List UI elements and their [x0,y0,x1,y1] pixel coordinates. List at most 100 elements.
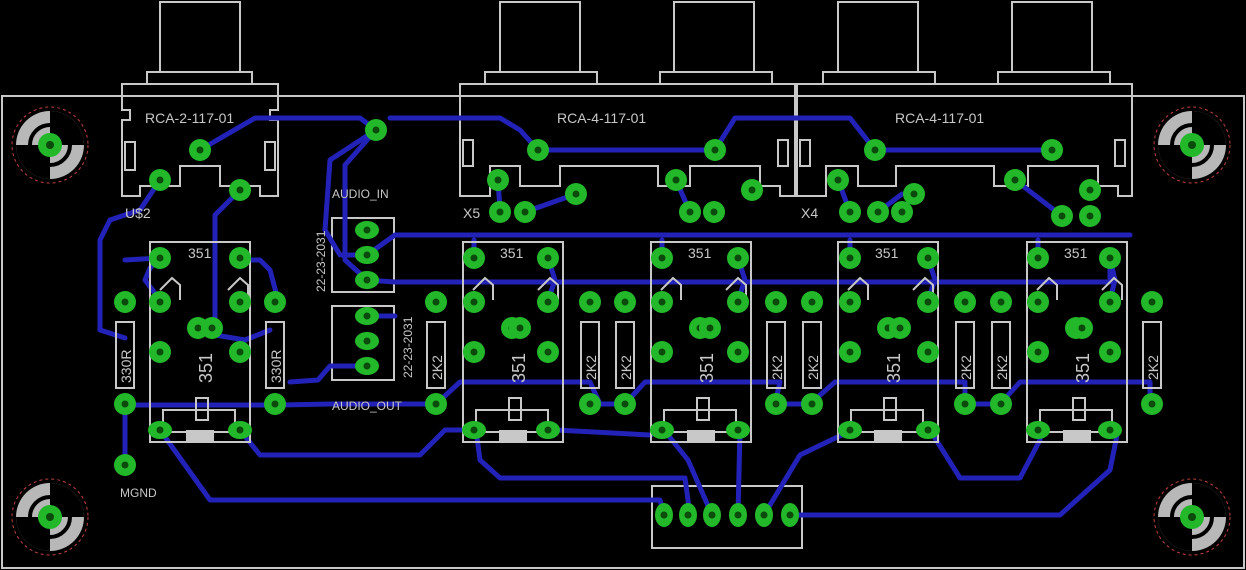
pad [114,393,136,415]
pad [729,503,747,527]
svg-text:351: 351 [697,353,717,383]
svg-text:351: 351 [1064,245,1088,261]
pad [727,341,749,363]
pad [801,393,823,415]
pad [537,341,559,363]
pad [755,503,773,527]
pad [536,421,560,439]
svg-text:351: 351 [1073,353,1093,383]
pad [355,221,379,239]
pad [537,247,559,269]
pad [917,247,939,269]
relay-labels: 351 351 351 351 351 351 351 351 351 351 [188,245,1093,383]
pad [1099,341,1121,363]
pad [487,169,509,191]
svg-text:330R: 330R [268,350,284,383]
pad [727,247,749,269]
pad [514,201,536,223]
pad [916,421,940,439]
part-number-bottom: 22-23-2031 [401,316,415,378]
pad [463,247,485,269]
svg-text:2K2: 2K2 [994,355,1010,380]
us2-label: U$2 [125,205,151,221]
pad [264,393,286,415]
pad [229,341,251,363]
pad [838,421,862,439]
pad [355,332,379,350]
pad [954,393,976,415]
pad [1141,291,1163,313]
pad [462,421,486,439]
x5-label: X5 [463,205,480,221]
pad [425,291,447,313]
pad [781,503,799,527]
pad [425,393,447,415]
rca-left-label: RCA-2-117-01 [145,110,234,126]
pad [149,291,171,313]
pad [149,341,171,363]
mounting-holes [11,106,1231,556]
pad [827,169,849,191]
pad [365,119,387,141]
svg-text:2K2: 2K2 [583,355,599,380]
pad [1099,247,1121,269]
svg-text:351: 351 [500,245,524,261]
pad [1079,179,1101,201]
audio-in-header-outline [331,217,395,293]
pad [1004,169,1026,191]
pad [189,139,211,161]
rca-mid-label: RCA-4-117-01 [557,110,646,126]
pad [114,291,136,313]
pad [889,317,911,339]
mounting-hole [11,106,89,184]
pad [891,201,913,223]
x4-label: X4 [801,205,818,221]
svg-text:2K2: 2K2 [618,355,634,380]
pad [651,291,673,313]
pad [651,341,673,363]
pad [765,393,787,415]
svg-text:2K2: 2K2 [769,355,785,380]
svg-text:2K2: 2K2 [805,355,821,380]
svg-text:330R: 330R [118,350,134,383]
pad [355,246,379,264]
pad [1027,341,1049,363]
relay-coil-fills [186,430,1091,442]
pad [1027,291,1049,313]
pad [149,169,171,191]
rca-connector-mid [459,1,796,197]
pad [1041,139,1063,161]
pad [579,393,601,415]
pad [1098,421,1122,439]
mounting-hole [11,478,89,556]
pad [679,201,701,223]
pad [614,393,636,415]
part-number-top: 22-23-2031 [314,230,328,292]
pad [704,139,726,161]
pad [614,291,636,313]
audio-out-label: AUDIO_OUT [332,399,403,413]
svg-text:2K2: 2K2 [429,355,445,380]
pad [201,317,223,339]
resistor-outlines [115,321,1162,389]
pad [148,421,172,439]
pad [726,421,750,439]
pad [489,201,511,223]
pad [1051,205,1073,227]
pad [355,307,379,325]
pad [228,421,252,439]
pad [839,201,861,223]
audio-out-header-outline [331,305,395,381]
pad [229,179,251,201]
pad [264,291,286,313]
pad [229,247,251,269]
mounting-hole [1153,106,1231,184]
pad [699,317,721,339]
pad [463,291,485,313]
pad [839,291,861,313]
svg-text:351: 351 [875,245,899,261]
pad [679,503,697,527]
pad [579,291,601,313]
pad [1026,421,1050,439]
